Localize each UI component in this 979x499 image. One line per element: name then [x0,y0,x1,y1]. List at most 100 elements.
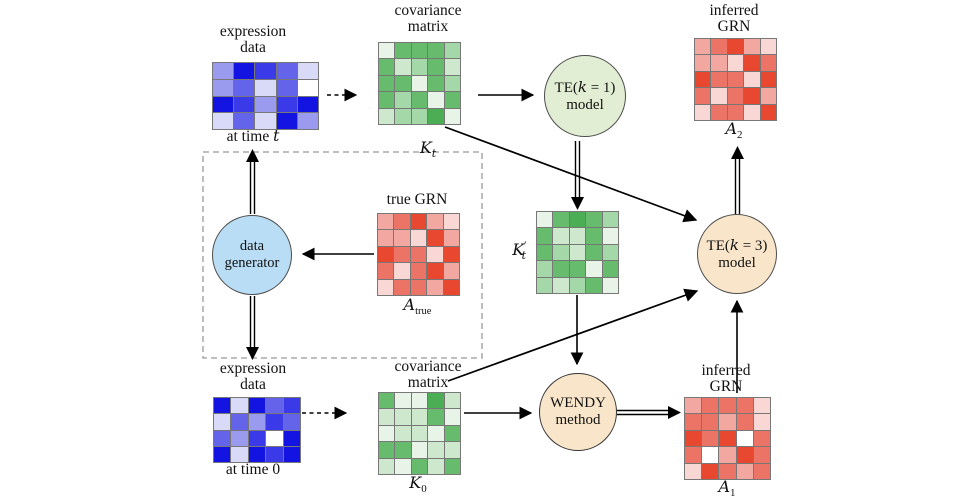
matrix-cell [586,261,602,277]
matrix-cell [727,39,744,55]
matrix-cell [395,409,411,425]
Atrue-sub: true [415,306,432,318]
matrix-cell [411,59,428,75]
matrix-cell [569,244,586,261]
matrix-cell [443,230,459,246]
matrix-cell [444,425,460,442]
matrix-cell [266,414,283,430]
matrix-cell [395,108,411,124]
matrix-cell [410,230,427,246]
matrix-cell [297,96,318,113]
matrix-cell [444,59,460,75]
matrix-cell [685,414,702,430]
matrix-cell [248,446,266,462]
A2-sub: 2 [737,129,743,142]
matrix-cell [727,88,744,104]
matrix-cell [602,228,618,244]
matrix-cell [428,43,444,59]
matrix-cell [378,214,394,230]
matrix-cell [736,463,753,479]
matrix-cell [297,79,318,96]
matrix-cell [379,409,395,425]
matrix-cell [702,430,719,447]
matrix-cell [760,39,776,55]
K0-label: K0 [388,473,448,496]
matrix-cell [214,430,231,446]
matrix-cell [537,228,553,244]
matrix-cell [753,398,770,414]
at-time-t-text: at time [226,128,274,145]
matrix-cell [248,430,266,446]
matrix-cell [537,244,553,261]
matrix-cell [443,214,459,230]
matrix-cell [537,212,553,228]
double-arrow-WENDY-to-A1 [617,406,681,419]
matrix-cell [266,446,283,462]
matrix-cell [213,113,234,129]
inferred-top-line1: inferred [709,2,759,19]
matrix-cell [602,261,618,277]
matrix-cell [428,458,444,474]
matrix-cell [702,463,719,479]
matrix-cell [214,398,231,414]
at-time-0-var: 0 [272,461,281,478]
matrix-cell [394,230,410,246]
matrix-cell [266,430,283,446]
matrix-cell [378,230,394,246]
TE-k1-line1: TE(k = 1) [554,77,616,96]
matrix-cell [427,230,443,246]
matrix-cell [695,71,711,88]
matrix-cell [444,108,460,124]
Kt-sub: t [431,147,437,161]
matrix-cell [702,414,719,430]
matrix-cell [410,279,427,295]
matrix-cell [428,108,444,124]
matrix-cell [695,55,711,71]
A1-base: A [718,477,731,496]
matrix-cell [411,108,428,124]
covariance-matrix-K0 [378,392,461,475]
matrix-cell [569,228,586,244]
matrix-cell [379,458,395,474]
matrix-cell [394,263,410,279]
matrix-cell [379,425,395,442]
K0-base: K [409,473,422,492]
TE-k3-line2: model [718,254,756,271]
matrix-cell [586,277,602,293]
matrix-cell [444,92,460,108]
matrix-cell [276,113,297,129]
matrix-cell [702,447,719,463]
matrix-cell [283,414,300,430]
matrix-cell [744,88,760,104]
matrix-cell [428,75,444,92]
matrix-cell [537,261,553,277]
matrix-cell [395,59,411,75]
matrix-cell [234,79,255,96]
K0-sub: 0 [421,483,427,496]
matrix-cell [411,442,428,458]
at-time-0-text: at time [225,461,273,478]
double-arrow-TE3-to-A2 [731,146,744,214]
covariance-matrix-bottom-label: covariance matrix [368,359,488,391]
matrix-cell [428,393,444,409]
matrix-cell [744,71,760,88]
data-generator-dashed-box [202,151,483,359]
TE-k3-line1: TE(k = 3) [706,235,768,254]
matrix-cell [760,88,776,104]
matrix-cell [411,43,428,59]
A1-sub: 1 [730,487,736,499]
matrix-cell [553,261,569,277]
matrix-cell [444,393,460,409]
matrix-cell [695,88,711,104]
matrix-cell [753,430,770,447]
matrix-cell [255,113,276,129]
inferred-GRN-bottom-label: inferred GRN [666,363,786,395]
expression-data-top-line1: expression [219,23,287,40]
expression-data-bottom-label: expression data [195,361,311,393]
covariance-matrix-Kt [378,42,461,125]
matrix-cell [586,228,602,244]
data-generator-node: data generator [212,215,292,295]
covariance-bottom-line2: matrix [407,374,449,391]
TE-k1-line2: model [566,96,604,113]
